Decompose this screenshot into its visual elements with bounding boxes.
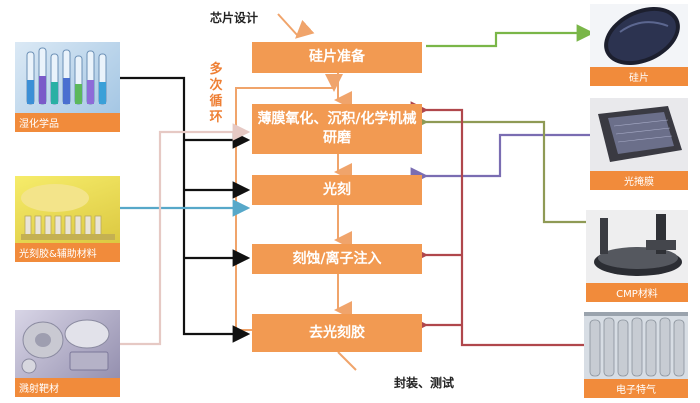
cmp-caption: CMP材料	[586, 283, 688, 302]
gloved-hand-image	[21, 184, 115, 240]
packaging-test-label: 封装、测试	[394, 376, 455, 390]
cmp-line	[410, 113, 590, 224]
wafer-panel: 硅片	[590, 4, 688, 86]
wafer-caption: 硅片	[590, 67, 688, 86]
silicon-wafer-image	[604, 6, 680, 66]
cmp-panel: CMP材料	[586, 210, 688, 302]
wet-chemicals-lines	[120, 76, 251, 343]
photoresist-caption: 光刻胶&辅助材料	[15, 243, 120, 262]
step-photoresist-strip: 去光刻胶	[252, 314, 422, 352]
wafer-line	[426, 24, 595, 48]
photomask-image	[598, 106, 682, 162]
test-tubes-image	[26, 47, 107, 105]
chip-design-label: 芯片设计	[210, 11, 259, 25]
special-gas-caption: 电子特气	[584, 379, 688, 398]
step-lithography: 光刻	[252, 175, 422, 205]
photomask-panel: 光掩膜	[590, 98, 688, 190]
gas-cylinders-image	[584, 312, 688, 377]
wet-chemicals-caption: 湿化学品	[15, 113, 120, 132]
target-lines	[120, 123, 251, 346]
photoresist-panel: 光刻胶&辅助材料	[15, 176, 120, 262]
step-etch-implant: 刻蚀/离子注入	[252, 244, 422, 274]
loop-label: 多次循环	[209, 62, 223, 125]
wet-chemicals-panel: 湿化学品	[15, 42, 120, 132]
cmp-machine-image	[594, 214, 682, 276]
step-thin-film-cmp: 薄膜氧化、沉积/化学机械研磨	[252, 104, 422, 154]
sputter-targets-image	[21, 319, 110, 374]
photomask-caption: 光掩膜	[590, 171, 688, 190]
special-gas-panel: 电子特气	[584, 312, 688, 398]
sputter-target-caption: 溅射靶材	[15, 378, 120, 397]
sputter-target-panel: 溅射靶材	[15, 310, 120, 397]
gas-lines	[410, 101, 590, 347]
photomask-line	[410, 133, 590, 185]
step-wafer-preparation: 硅片准备	[252, 42, 422, 73]
